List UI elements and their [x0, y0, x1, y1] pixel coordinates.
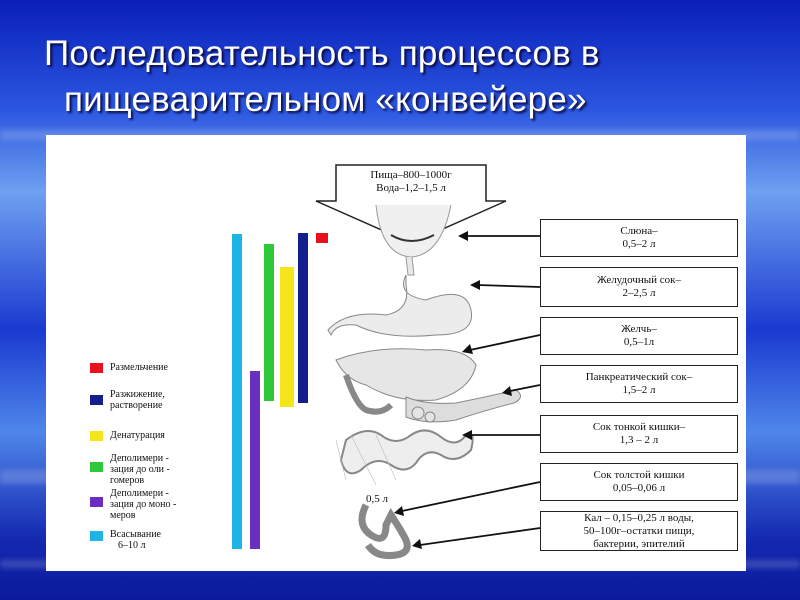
box-feces-line1: Кал – 0,15–0,25 л воды,: [584, 511, 694, 524]
legend-oligomers: Деполимери - зация до оли - гомеров: [110, 453, 170, 486]
box-pancreatic-juice: Панкреатический сок– 1,5–2 л: [540, 365, 738, 403]
box-gastric-line1: Желудочный сок–: [597, 274, 681, 286]
organ-illustration: [315, 164, 541, 559]
legend-monomers-text3: меров: [110, 510, 136, 521]
small-intestine-icon: [339, 429, 474, 475]
legend-grinding-text: Размельчение: [110, 362, 168, 373]
box-bile: Желчь– 0,5–1л: [540, 317, 738, 355]
box-bile-line1: Желчь–: [621, 323, 657, 335]
legend-absorption: Всасывание 6–10 л: [110, 529, 161, 551]
box-small-intestine-juice: Сок тонкой кишки– 1,3 – 2 л: [540, 415, 738, 453]
bar-depolymerization-oligomers: [264, 244, 274, 401]
legend-oligomers-text1: Деполимери -: [110, 453, 169, 464]
bar-grinding: [316, 233, 328, 243]
legend-grinding: Размельчение: [110, 362, 168, 373]
box-large-int-line1: Сок толстой кишки: [593, 469, 685, 481]
bar-absorption: [232, 234, 242, 549]
box-feces-line3: бактерии, эпителий: [593, 537, 685, 550]
slide-title-line2: пищеварительном «конвейере»: [64, 80, 587, 119]
intake-arrow-shape: [315, 164, 507, 244]
mouth-icon: [375, 204, 452, 258]
legend-liquefaction-text2: растворение: [110, 400, 163, 411]
legend-denaturation: Денатурация: [110, 430, 165, 441]
legend-swatch-denaturation: [90, 431, 103, 441]
box-large-intestine-juice: Сок толстой кишки 0,05–0,06 л: [540, 463, 738, 501]
legend-swatch-grinding: [90, 363, 103, 373]
large-intestine-icon: [358, 503, 411, 559]
legend-swatch-monomers: [90, 497, 103, 507]
legend-swatch-oligomers: [90, 462, 103, 472]
legend-monomers-text1: Деполимери -: [110, 488, 169, 499]
liver-icon: [335, 348, 477, 401]
box-pancreatic-line1: Панкреатический сок–: [585, 371, 693, 383]
colon-volume-label: 0,5 л: [366, 493, 388, 505]
box-small-int-line2: 1,3 – 2 л: [619, 434, 659, 446]
box-large-int-line2: 0,05–0,06 л: [612, 482, 666, 494]
legend-swatch-liquefaction: [90, 395, 103, 405]
box-saliva: Слюна– 0,5–2 л: [540, 219, 738, 257]
box-feces: Кал – 0,15–0,25 л воды, 50–100г–остатки …: [540, 511, 738, 551]
box-gastric-line2: 2–2,5 л: [622, 287, 656, 299]
stomach-icon: [327, 274, 473, 337]
pancreas-icon: [405, 389, 521, 423]
legend-swatch-absorption: [90, 531, 103, 541]
box-feces-line2: 50–100г–остатки пищи,: [583, 524, 695, 537]
legend-oligomers-text2: зация до оли -: [110, 464, 170, 475]
intake-food: Пища–800–1000г: [370, 169, 452, 181]
legend-liquefaction-text1: Разжижение,: [110, 389, 165, 400]
box-bile-line2: 0,5–1л: [623, 336, 655, 348]
bar-depolymerization-monomers: [250, 371, 260, 549]
legend-absorption-text2: 6–10 л: [118, 540, 146, 551]
legend-monomers-text2: зация до моно -: [110, 499, 177, 510]
box-pancreatic-line2: 1,5–2 л: [622, 384, 656, 396]
digestion-diagram: Пища–800–1000г Вода–1,2–1,5 л 0,5 л Слюн…: [46, 135, 746, 571]
legend-oligomers-text3: гомеров: [110, 475, 145, 486]
box-saliva-line1: Слюна–: [620, 225, 658, 237]
legend-monomers: Деполимери - зация до моно - меров: [110, 488, 176, 521]
box-saliva-line2: 0,5–2 л: [622, 238, 656, 250]
bar-denaturation: [280, 267, 294, 407]
intake-label: Пища–800–1000г Вода–1,2–1,5 л: [336, 169, 486, 195]
legend-liquefaction: Разжижение, растворение: [110, 389, 165, 411]
box-gastric-juice: Желудочный сок– 2–2,5 л: [540, 267, 738, 307]
legend-denaturation-text: Денатурация: [110, 430, 165, 441]
legend-absorption-text1: Всасывание: [110, 529, 161, 540]
slide-title-line1: Последовательность процессов в: [44, 34, 600, 73]
bar-liquefaction: [298, 233, 308, 403]
intake-water: Вода–1,2–1,5 л: [376, 182, 446, 194]
box-small-int-line1: Сок тонкой кишки–: [592, 421, 686, 433]
